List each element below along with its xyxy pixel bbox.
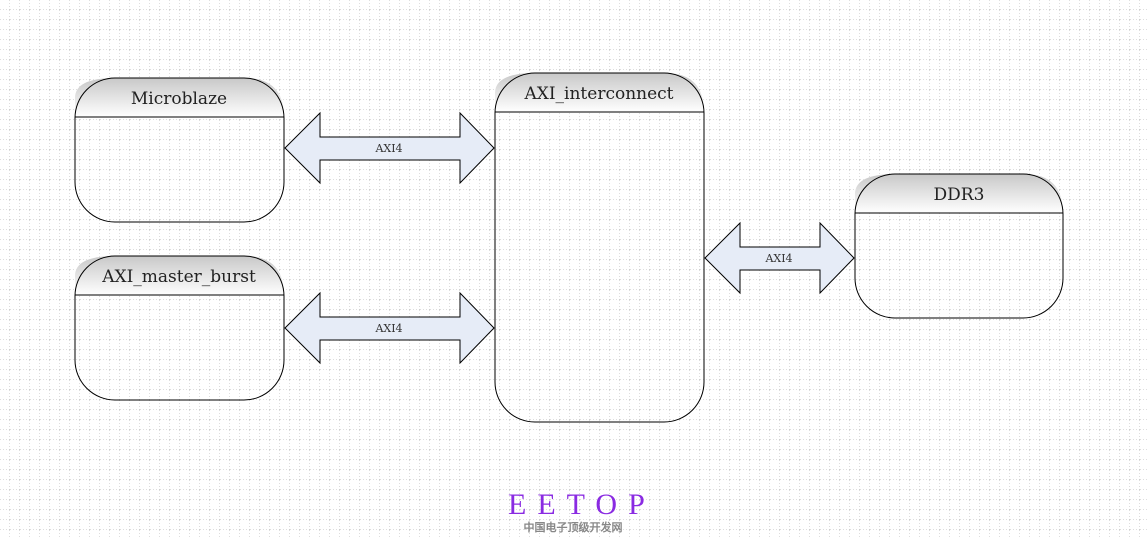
block-axi-master-burst[interactable]: AXI_master_burst (74, 255, 285, 401)
connection-label: AXI4 (764, 252, 792, 265)
block-ddr3[interactable]: DDR3 (854, 173, 1064, 319)
block-axi-interconnect[interactable]: AXI_interconnect (494, 72, 705, 423)
block-title: Microblaze (131, 89, 227, 109)
arrow-master-burst-interconnect: AXI4 (284, 291, 495, 365)
arrow-interconnect-ddr3: AXI4 (704, 221, 855, 295)
block-title: AXI_master_burst (101, 267, 256, 287)
watermark-subtitle: 中国电子顶级开发网 (524, 520, 623, 534)
connection-label: AXI4 (374, 142, 402, 155)
block-microblaze[interactable]: Microblaze (74, 77, 285, 223)
arrow-microblaze-interconnect: AXI4 (284, 111, 495, 185)
connection-label: AXI4 (374, 322, 402, 335)
watermark-logo: EETOP (508, 488, 656, 521)
eetop-watermark: EETOP 中国电子顶级开发网 (508, 488, 656, 534)
block-title: AXI_interconnect (523, 84, 673, 104)
block-title: DDR3 (934, 185, 985, 205)
